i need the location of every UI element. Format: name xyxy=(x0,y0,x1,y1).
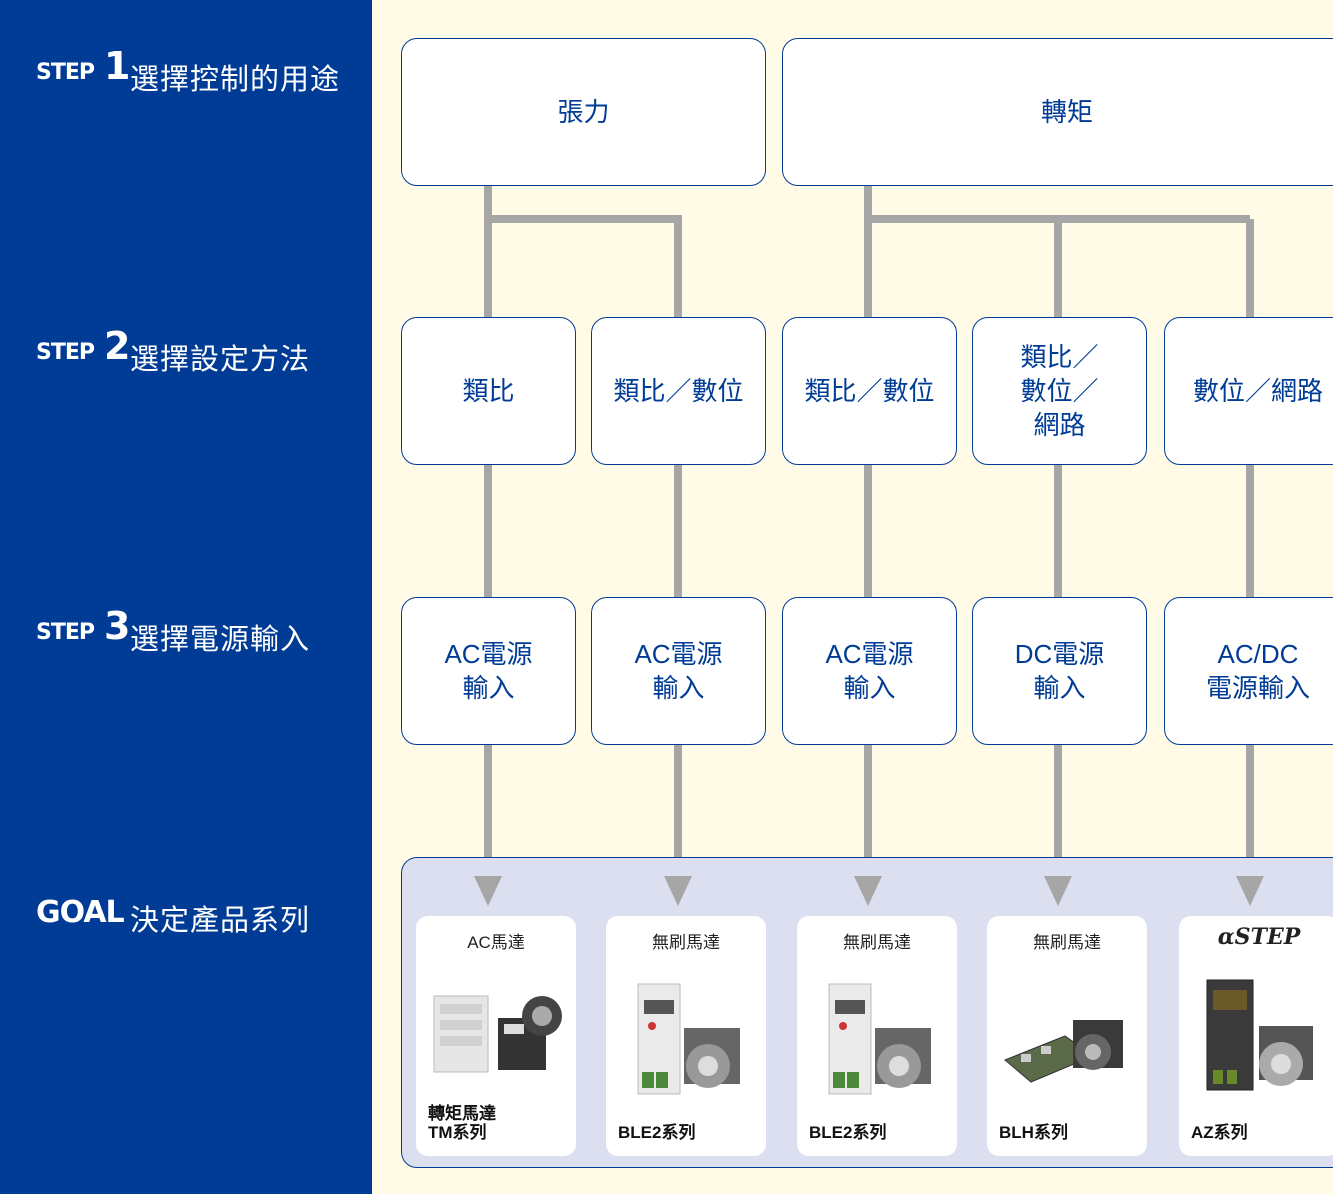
step-2-number: 2 xyxy=(104,324,130,368)
product-name: BLE2系列 xyxy=(618,1123,696,1142)
method-label: 數位／網路 xyxy=(1192,376,1323,406)
step-1-label: STEP 1 xyxy=(36,44,130,88)
product-category: AC馬達 xyxy=(467,933,525,952)
method-box-2: 類比／數位 xyxy=(591,317,766,465)
step-3-label: STEP 3 xyxy=(36,604,130,648)
step-2-row: STEP 2 選擇設定方法 xyxy=(0,310,372,390)
connector-torque-branch xyxy=(864,186,1254,318)
method-box-3: 類比／數位 xyxy=(782,317,957,465)
product-name: BLE2系列 xyxy=(809,1123,887,1142)
step-1-number: 1 xyxy=(104,44,130,88)
power-label: DC電源 輸入 xyxy=(1014,639,1105,703)
product-name: AZ系列 xyxy=(1191,1123,1248,1142)
method-label: 類比／數位 xyxy=(804,376,935,406)
product-card-4[interactable]: 無刷馬達 BLH系列 xyxy=(987,916,1147,1156)
product-category: αSTEP xyxy=(1217,924,1301,950)
product-card-3[interactable]: 無刷馬達 BLE2系列 xyxy=(797,916,957,1156)
product-card-2[interactable]: 無刷馬達 BLE2系列 xyxy=(606,916,766,1156)
purpose-label-torque: 轉矩 xyxy=(1040,97,1093,127)
step-3-text: 選擇電源輸入 xyxy=(130,624,311,656)
power-label: AC電源 輸入 xyxy=(825,639,914,703)
power-box-5: AC/DC 電源輸入 xyxy=(1164,597,1333,745)
step-2-text: 選擇設定方法 xyxy=(130,344,311,376)
brushless-motor-with-driver-icon xyxy=(828,983,931,1095)
board-driver-with-motor-icon xyxy=(1004,1020,1123,1083)
power-label: AC電源 輸入 xyxy=(444,639,533,703)
product-category: 無刷馬達 xyxy=(1033,933,1101,952)
product-name: BLH系列 xyxy=(999,1123,1068,1142)
method-box-5: 數位／網路 xyxy=(1164,317,1333,465)
step-2-label: STEP 2 xyxy=(36,324,130,368)
power-label: AC/DC 電源輸入 xyxy=(1205,639,1310,703)
goal-row: GOAL 決定產品系列 xyxy=(0,885,372,965)
stepping-motor-with-driver-icon xyxy=(1206,979,1313,1091)
connector-lines xyxy=(484,186,1254,858)
power-box-4: DC電源 輸入 xyxy=(972,597,1147,745)
product-category: 無刷馬達 xyxy=(652,933,720,952)
product-category: 無刷馬達 xyxy=(843,933,911,952)
step-2-keyword: STEP xyxy=(36,340,95,365)
product-card-5[interactable]: αSTEP AZ系列 xyxy=(1179,916,1333,1156)
step-3-keyword: STEP xyxy=(36,620,95,645)
brushless-motor-with-driver-icon xyxy=(637,983,740,1095)
connector-tension-branch xyxy=(484,186,682,318)
product-name: 轉矩馬達 TM系列 xyxy=(428,1104,496,1142)
method-label: 類比／ 數位／ 網路 xyxy=(1020,342,1099,440)
method-box-4: 類比／ 數位／ 網路 xyxy=(972,317,1147,465)
purpose-box-torque: 轉矩 xyxy=(782,38,1333,186)
power-box-3: AC電源 輸入 xyxy=(782,597,957,745)
goal-text: 決定產品系列 xyxy=(130,905,311,937)
purpose-box-tension: 張力 xyxy=(401,38,766,186)
step-1-row: STEP 1 選擇控制的用途 xyxy=(0,30,372,110)
goal-keyword: GOAL xyxy=(36,895,125,930)
connector-step2-step3 xyxy=(484,465,1254,598)
method-label: 類比 xyxy=(462,376,515,406)
connector-step3-goal xyxy=(484,745,1254,858)
torque-motor-with-controller-icon xyxy=(433,995,562,1073)
method-label: 類比／數位 xyxy=(613,376,744,406)
power-label: AC電源 輸入 xyxy=(634,639,723,703)
product-card-1[interactable]: AC馬達 轉矩馬達 TM系列 xyxy=(416,916,576,1156)
method-box-1: 類比 xyxy=(401,317,576,465)
power-box-2: AC電源 輸入 xyxy=(591,597,766,745)
step-3-row: STEP 3 選擇電源輸入 xyxy=(0,590,372,670)
step-1-text: 選擇控制的用途 xyxy=(130,64,341,96)
step-1-keyword: STEP xyxy=(36,60,95,85)
step-3-number: 3 xyxy=(104,604,130,648)
power-box-1: AC電源 輸入 xyxy=(401,597,576,745)
purpose-label-tension: 張力 xyxy=(557,97,610,127)
